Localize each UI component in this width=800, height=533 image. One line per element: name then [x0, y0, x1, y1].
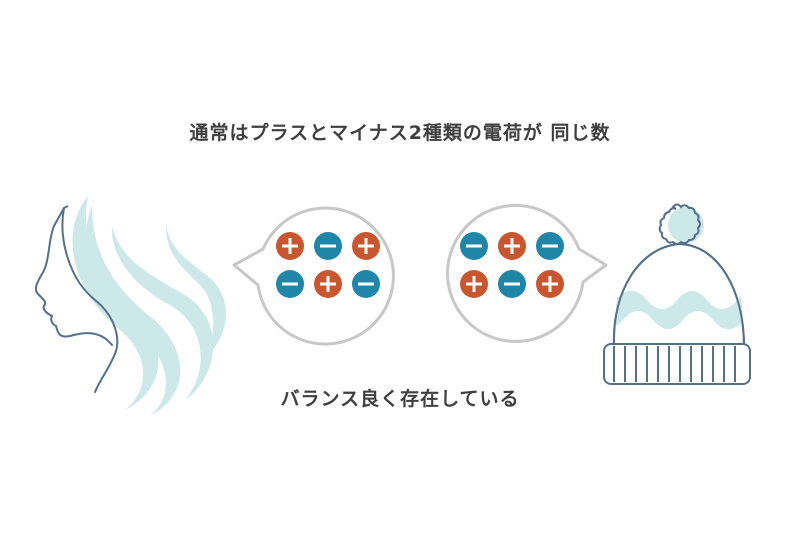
minus-charge-icon — [498, 270, 526, 298]
right-charge-grid — [460, 232, 564, 298]
plus-charge-icon — [276, 232, 304, 260]
plus-charge-icon — [352, 232, 380, 260]
minus-charge-icon — [314, 232, 342, 260]
woman-profile-icon — [34, 196, 227, 416]
plus-charge-icon — [536, 270, 564, 298]
diagram-caption: バランス良く存在している — [280, 388, 520, 410]
beanie-hat-icon — [603, 203, 751, 385]
left-charge-grid — [276, 232, 380, 298]
minus-charge-icon — [276, 270, 304, 298]
plus-charge-icon — [460, 270, 488, 298]
plus-charge-icon — [498, 232, 526, 260]
right-speech-bubble — [446, 203, 608, 343]
diagram-title: 通常はプラスとマイナス2種類の電荷が 同じ数 — [189, 122, 611, 144]
minus-charge-icon — [460, 232, 488, 260]
plus-charge-icon — [314, 270, 342, 298]
minus-charge-icon — [352, 270, 380, 298]
minus-charge-icon — [536, 232, 564, 260]
